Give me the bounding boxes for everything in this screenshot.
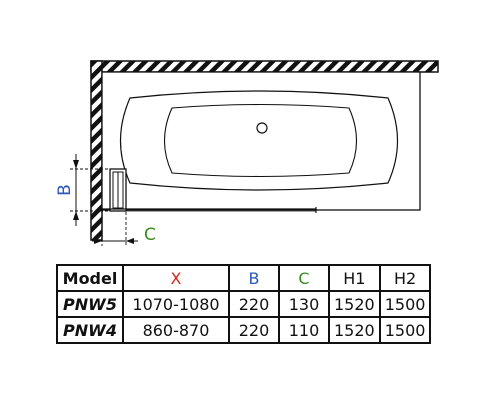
bathtub-inner xyxy=(164,103,357,178)
cell-x: 1070-1080 xyxy=(122,290,230,318)
b-arrow-bottom xyxy=(73,211,79,220)
header-model: Model xyxy=(56,264,124,292)
header-b: B xyxy=(228,264,280,292)
table-row: PNW5 1070-1080 220 130 1520 1500 xyxy=(56,290,432,318)
cell-c: 110 xyxy=(278,316,330,344)
b-arrow-top xyxy=(73,160,79,169)
header-x: X xyxy=(122,264,230,292)
c-arrow-left xyxy=(94,238,102,244)
cell-h1: 1520 xyxy=(328,316,381,344)
cell-h2: 1500 xyxy=(378,290,432,318)
c-arrow-right xyxy=(126,238,134,244)
table-row: PNW4 860-870 220 110 1520 1500 xyxy=(56,316,432,344)
header-h1: H1 xyxy=(328,264,381,292)
header-h2: H2 xyxy=(378,264,432,292)
cell-c: 130 xyxy=(278,290,330,318)
table-header-row: Model X B C H1 H2 xyxy=(56,264,432,292)
cell-b: 220 xyxy=(228,316,280,344)
cell-model: PNW4 xyxy=(56,316,124,344)
cell-b: 220 xyxy=(228,290,280,318)
drain-icon xyxy=(256,122,268,134)
header-c: C xyxy=(278,264,330,292)
wall-left xyxy=(90,60,103,241)
cell-h2: 1500 xyxy=(378,316,432,344)
cell-model: PNW5 xyxy=(56,290,124,318)
cell-h1: 1520 xyxy=(328,290,381,318)
b-dimension-label: B xyxy=(55,184,75,196)
bathtub-diagram: B C xyxy=(55,60,439,246)
spec-table: Model X B C H1 H2 PNW5 1070-1080 220 130… xyxy=(56,264,432,344)
cell-x: 860-870 xyxy=(122,316,230,344)
c-dimension-label: C xyxy=(144,225,156,245)
wall-top xyxy=(90,60,439,73)
